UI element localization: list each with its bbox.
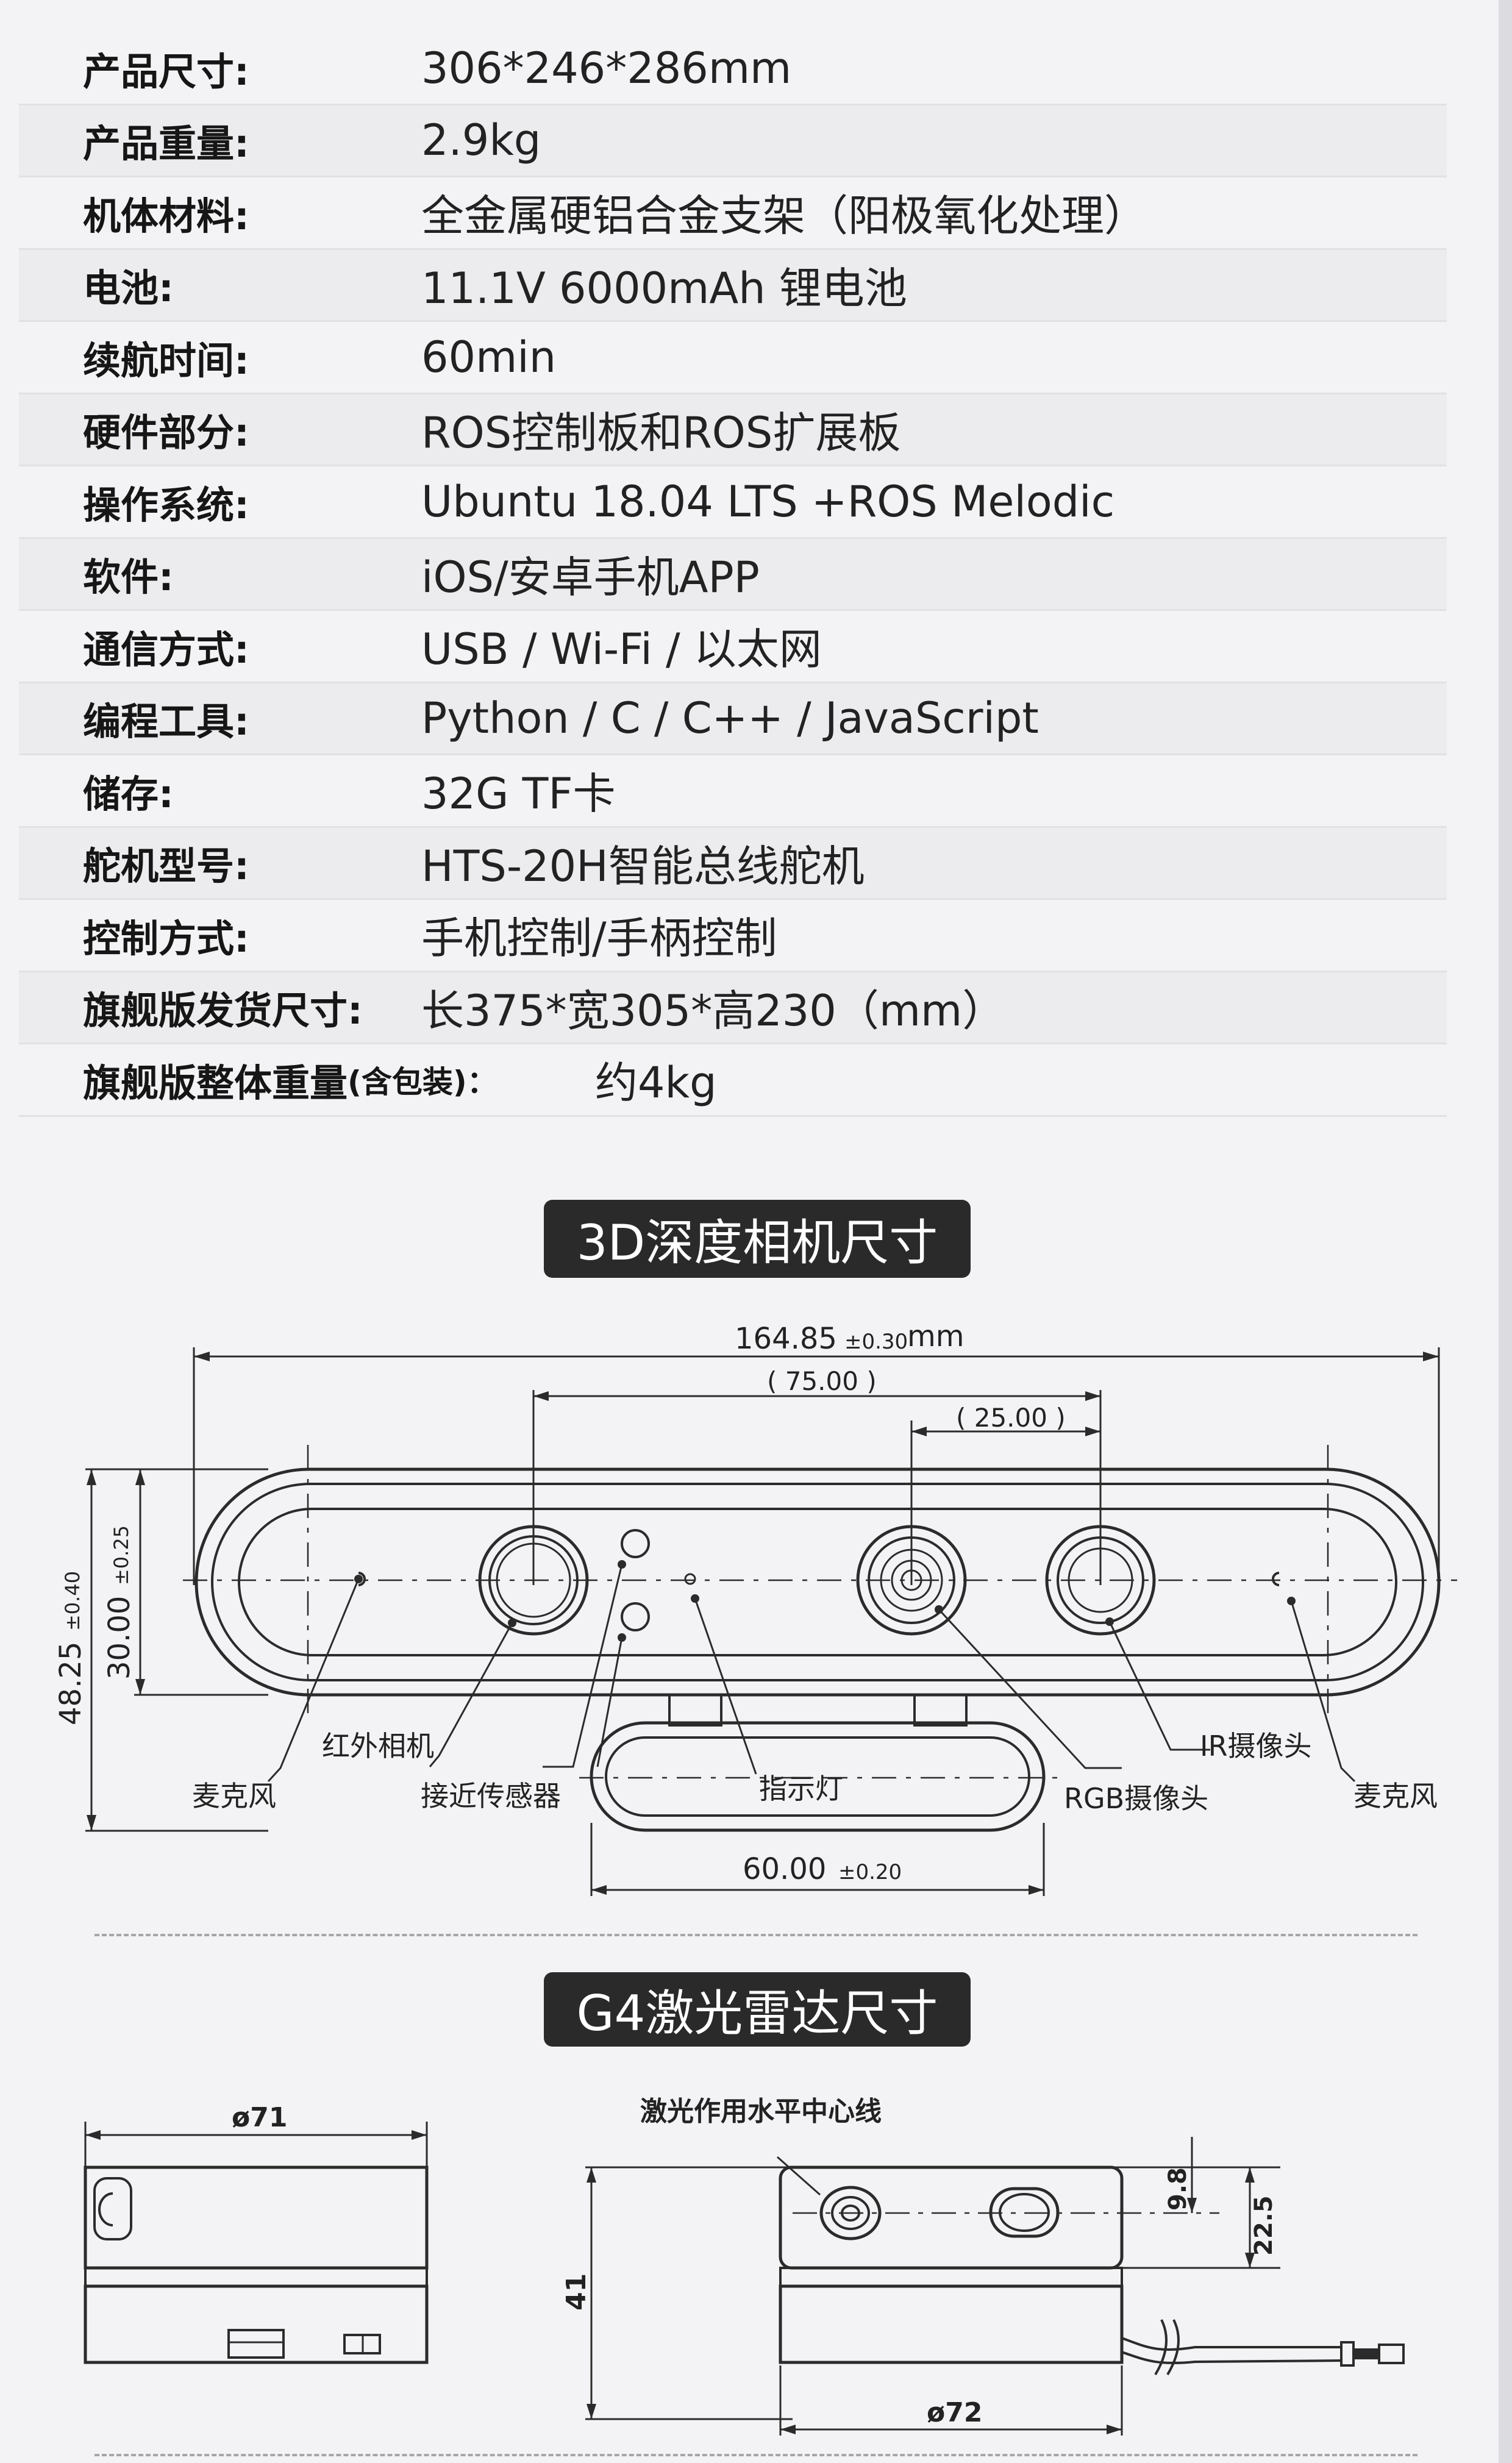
ir-camera-left-callout: 红外相机 <box>322 1730 434 1763</box>
spec-label: 储存: <box>83 755 174 826</box>
spec-label-text: 硬件部分: <box>83 410 249 455</box>
spec-label: 控制方式: <box>83 900 249 971</box>
spec-row: 产品重量: 2.9kg <box>19 105 1447 177</box>
lidar-height-label: 41 <box>561 2273 592 2311</box>
camera-height-outer-tolerance: ±0.40 <box>61 1571 84 1631</box>
spec-label-text: 旗舰版整体重量 <box>83 1060 348 1105</box>
camera-section-title: 3D深度相机尺寸 <box>544 1200 971 1278</box>
section-divider-1 <box>94 1934 1417 1936</box>
spec-label: 机体材料: <box>83 177 249 248</box>
spec-label: 续航时间: <box>83 322 249 393</box>
lens-spacing-inner-label: ( 25.00 ) <box>956 1403 1066 1433</box>
page-right-edge <box>1499 0 1512 2463</box>
spec-row: 产品尺寸: 306*246*286mm <box>19 33 1447 105</box>
spec-label-text: 软件: <box>83 555 174 600</box>
spec-label-text: 储存: <box>83 771 174 816</box>
spec-row: 软件: iOS/安卓手机APP <box>19 538 1447 611</box>
spec-label-text: 操作系统: <box>83 482 249 527</box>
spec-label-text: 编程工具: <box>83 699 249 744</box>
base-width-label: 60.00 <box>743 1852 826 1886</box>
spec-row: 旗舰版整体重量(含包装)： 约4kg <box>19 1044 1447 1117</box>
spec-value: 2.9kg <box>421 115 541 166</box>
mic-left-callout: 麦克风 <box>192 1780 276 1812</box>
spec-value: 32G TF卡 <box>421 769 616 819</box>
mic-right-callout: 麦克风 <box>1353 1780 1438 1812</box>
spec-row: 控制方式: 手机控制/手柄控制 <box>19 900 1447 972</box>
camera-width-tolerance: ±0.30 <box>844 1330 908 1354</box>
spec-label-text: 产品尺寸: <box>83 49 249 94</box>
spec-label: 通信方式: <box>83 611 249 682</box>
spec-label: 旗舰版整体重量(含包装)： <box>83 1044 497 1115</box>
lens-spacing-outer-label: ( 75.00 ) <box>767 1366 877 1396</box>
spec-label-text: 电池: <box>83 266 174 311</box>
spec-value: ROS控制板和ROS扩展板 <box>421 407 901 458</box>
spec-label: 旗舰版发货尺寸: <box>83 972 363 1043</box>
spec-row: 通信方式: USB / Wi-Fi / 以太网 <box>19 611 1447 683</box>
rgb-camera-callout: RGB摄像头 <box>1064 1782 1208 1815</box>
ir-camera-right-callout: IR摄像头 <box>1200 1730 1312 1763</box>
lidar-bottom-diameter-label: ø72 <box>927 2397 982 2428</box>
spec-label-note: (含包装)： <box>348 1064 497 1100</box>
spec-value: 60min <box>421 332 557 382</box>
spec-label: 电池: <box>83 250 174 321</box>
spec-label: 硬件部分: <box>83 394 249 465</box>
spec-row: 储存: 32G TF卡 <box>19 755 1447 828</box>
camera-width-unit: mm <box>907 1319 965 1353</box>
base-width-tolerance: ±0.20 <box>838 1860 902 1884</box>
indicator-callout: 指示灯 <box>759 1772 843 1805</box>
spec-label: 舵机型号: <box>83 828 249 899</box>
spec-label-text: 控制方式: <box>83 916 249 961</box>
spec-row: 机体材料: 全金属硬铝合金支架（阳极氧化处理） <box>19 177 1447 250</box>
spec-value: HTS-20H智能总线舵机 <box>421 841 865 891</box>
spec-value: 约4kg <box>595 1058 717 1108</box>
spec-row: 硬件部分: ROS控制板和ROS扩展板 <box>19 394 1447 466</box>
spec-label-text: 续航时间: <box>83 338 249 383</box>
spec-row: 操作系统: Ubuntu 18.04 LTS +ROS Melodic <box>19 466 1447 539</box>
spec-row: 续航时间: 60min <box>19 322 1447 394</box>
lidar-center-line-note: 激光作用水平中心线 <box>640 2096 882 2127</box>
spec-label-text: 产品重量: <box>83 121 249 166</box>
spec-label-text: 机体材料: <box>83 193 249 238</box>
camera-width-label: 164.85 <box>735 1322 837 1356</box>
spec-row: 电池: 11.1V 6000mAh 锂电池 <box>19 249 1447 322</box>
spec-value: 手机控制/手柄控制 <box>421 913 777 964</box>
camera-height-inner-label: 30.00 <box>102 1596 137 1680</box>
spec-value: Python / C / C++ / JavaScript <box>421 693 1039 744</box>
lidar-top-diameter-label: ø71 <box>232 2102 287 2133</box>
camera-height-outer-label: 48.25 <box>54 1642 88 1725</box>
spec-row: 旗舰版发货尺寸: 长375*宽305*高230（mm） <box>19 972 1447 1044</box>
spec-label-text: 通信方式: <box>83 627 249 672</box>
spec-label-text: 旗舰版发货尺寸: <box>83 988 363 1033</box>
spec-value: Ubuntu 18.04 LTS +ROS Melodic <box>421 476 1115 527</box>
lidar-laser-height-label: 9.8 <box>1164 2167 1192 2211</box>
spec-row: 舵机型号: HTS-20H智能总线舵机 <box>19 827 1447 900</box>
spec-label-text: 舵机型号: <box>83 844 249 889</box>
spec-value: 长375*宽305*高230（mm） <box>421 985 1005 1036</box>
spec-value: 306*246*286mm <box>421 43 792 93</box>
spec-value: 11.1V 6000mAh 锂电池 <box>421 263 907 313</box>
spec-label: 操作系统: <box>83 466 249 537</box>
lidar-top-height-label: 22.5 <box>1250 2195 1278 2256</box>
lidar-section-title: G4激光雷达尺寸 <box>544 1972 971 2047</box>
spec-value: iOS/安卓手机APP <box>421 552 760 602</box>
spec-label: 产品尺寸: <box>83 33 249 104</box>
spec-label: 产品重量: <box>83 105 249 176</box>
spec-value: USB / Wi-Fi / 以太网 <box>421 624 822 675</box>
spec-value: 全金属硬铝合金支架（阳极氧化处理） <box>421 191 1147 241</box>
proximity-sensor-callout: 接近传感器 <box>421 1780 561 1812</box>
spec-label: 软件: <box>83 539 174 610</box>
section-divider-2 <box>94 2454 1417 2456</box>
spec-label: 编程工具: <box>83 683 249 754</box>
camera-height-inner-tolerance: ±0.25 <box>110 1525 133 1585</box>
spec-table: 产品尺寸: 306*246*286mm 产品重量: 2.9kg 机体材料: 全金属硬铝合金… <box>19 33 1447 1117</box>
spec-row: 编程工具: Python / C / C++ / JavaScript <box>19 683 1447 755</box>
